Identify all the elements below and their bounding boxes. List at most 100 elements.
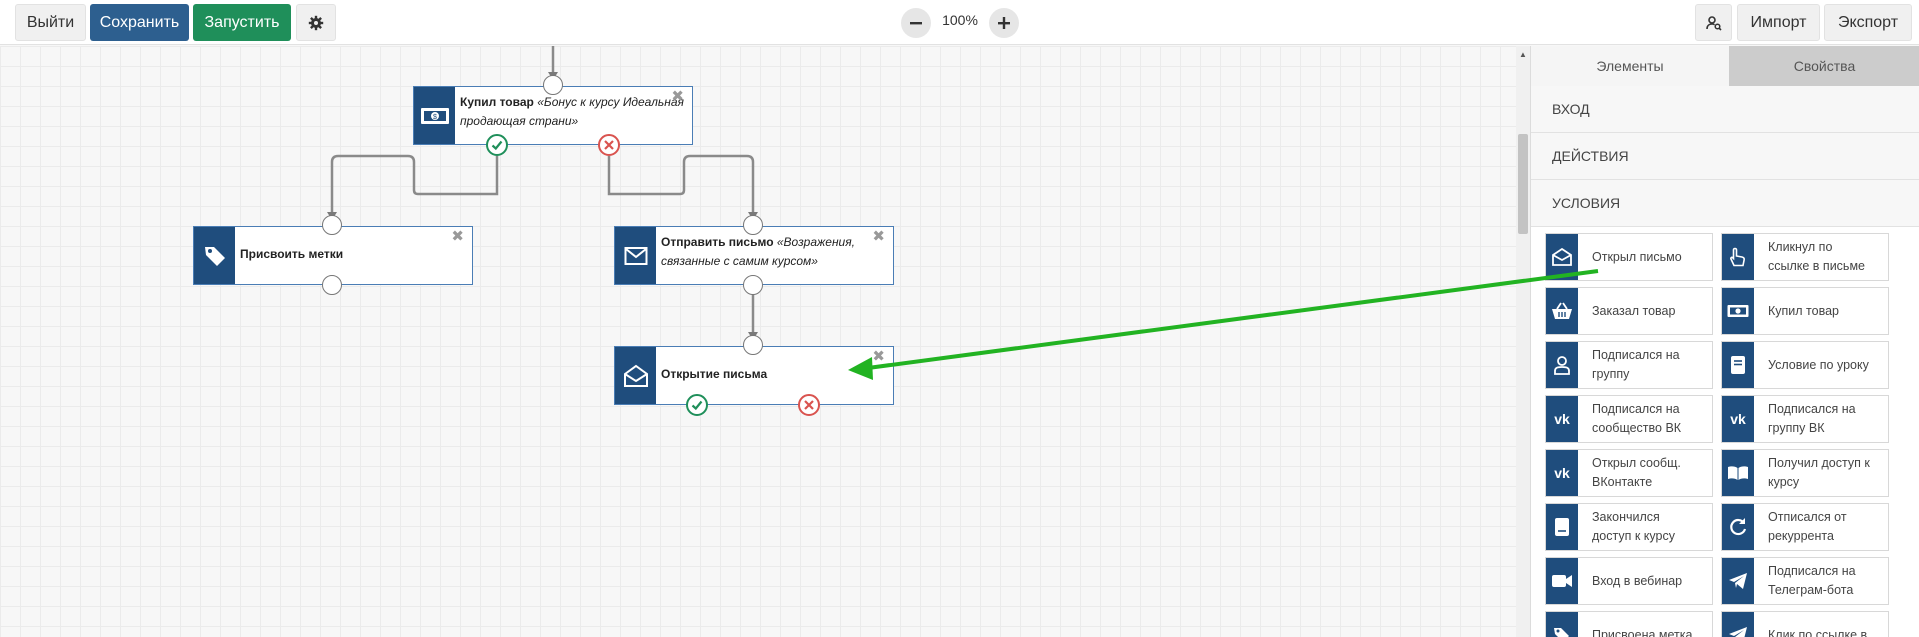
element-telegram-link-click[interactable]: Клик по ссылке в [1721,611,1889,637]
run-button[interactable]: Запустить [193,4,291,41]
node-bought-product[interactable]: $ Купил товар «Бонус к курсу Идеальная п… [413,86,693,145]
tab-properties-label: Свойства [1793,58,1856,74]
element-label: Открыл письмо [1592,249,1682,264]
element-lesson-condition[interactable]: Условие по уроку [1721,341,1889,389]
node-text: Открытие письма [656,347,773,404]
element-webinar-enter[interactable]: Вход в вебинар [1545,557,1713,605]
node-title: Купил товар [460,95,534,109]
right-sidebar: Элементы Свойства ВХОД ДЕЙСТВИЯ УСЛОВИЯ … [1530,46,1919,637]
check-icon [491,140,503,151]
canvas-scrollbar[interactable]: ▲ [1516,46,1530,637]
scroll-thumb[interactable] [1518,134,1528,234]
input-port[interactable] [543,75,563,95]
no-port[interactable] [798,394,820,416]
section-conditions[interactable]: УСЛОВИЯ [1531,180,1919,227]
import-button[interactable]: Импорт [1737,4,1820,41]
run-label: Запустить [204,13,280,31]
node-send-email[interactable]: Отправить письмо «Возражения, связанные … [614,226,894,285]
input-port[interactable] [743,215,763,235]
node-icon-bg [194,227,235,284]
input-port[interactable] [743,335,763,355]
yes-port[interactable] [686,394,708,416]
refresh-icon [1722,504,1754,550]
telegram-icon [1722,612,1754,637]
node-title: Открытие письма [661,367,768,381]
svg-text:vk: vk [1730,412,1746,426]
node-assign-tags[interactable]: Присвоить метки ✖ [193,226,473,285]
svg-text:vk: vk [1554,412,1570,426]
node-title: Отправить письмо [661,235,774,249]
book-icon [1546,504,1578,550]
zoom-level: 100% [942,12,978,28]
section-actions[interactable]: ДЕЙСТВИЯ [1531,133,1919,180]
element-label: Присвоена метка [1592,627,1693,637]
element-bought-product[interactable]: Купил товар [1721,287,1889,335]
node-icon-bg [615,347,656,404]
node-close-icon[interactable]: ✖ [451,228,464,245]
element-opened-email[interactable]: Открыл письмо [1545,233,1713,281]
section-input[interactable]: ВХОД [1531,86,1919,133]
tab-properties[interactable]: Свойства [1729,46,1919,86]
output-port[interactable] [743,275,763,295]
element-label: Условие по уроку [1768,357,1869,372]
node-text: Отправить письмо «Возражения, связанные … [656,227,893,284]
tag-icon [1546,612,1578,637]
connector-no-to-email [607,154,755,214]
vk-icon: vk [1722,396,1754,442]
section-actions-label: ДЕЙСТВИЯ [1552,148,1629,164]
element-tag-assigned[interactable]: Присвоена метка [1545,611,1713,637]
node-text: Присвоить метки [235,227,349,284]
element-opened-vk-message[interactable]: vk Открыл сообщ.ВКонтакте [1545,449,1713,497]
node-text: Купил товар «Бонус к курсу Идеальная про… [455,87,692,144]
node-close-icon[interactable]: ✖ [671,88,684,105]
zoom-in-button[interactable] [989,8,1019,38]
tab-elements[interactable]: Элементы [1531,46,1729,86]
node-icon-bg: $ [414,87,455,144]
funnel-canvas[interactable]: $ Купил товар «Бонус к курсу Идеальная п… [0,46,1516,637]
yes-port[interactable] [486,134,508,156]
node-icon-bg [615,227,656,284]
svg-text:$: $ [433,114,437,121]
minus-icon [910,22,922,25]
user-search-button[interactable] [1695,4,1732,41]
x-icon [804,400,814,410]
zoom-out-button[interactable] [901,8,931,38]
input-port[interactable] [322,215,342,235]
svg-text:vk: vk [1554,466,1570,480]
node-title: Присвоить метки [240,247,344,261]
user-icon [1546,342,1578,388]
exit-button[interactable]: Выйти [15,4,86,41]
pointer-hand-icon [1722,234,1754,280]
import-label: Импорт [1750,13,1807,31]
open-book-icon [1722,450,1754,496]
tab-elements-label: Элементы [1596,58,1664,74]
export-button[interactable]: Экспорт [1824,4,1912,41]
node-close-icon[interactable]: ✖ [872,348,885,365]
node-detail: «Бонус к курсу Идеальная продающая стран… [460,95,684,128]
no-port[interactable] [598,134,620,156]
settings-button[interactable] [296,4,336,41]
scroll-up-icon[interactable]: ▲ [1519,50,1527,59]
element-label: Клик по ссылке в [1768,627,1868,637]
element-label: Заказал товар [1592,303,1676,318]
save-button[interactable]: Сохранить [90,4,189,41]
element-ordered-product[interactable]: Заказал товар [1545,287,1713,335]
node-close-icon[interactable]: ✖ [872,228,885,245]
output-port[interactable] [322,275,342,295]
envelope-open-icon [1546,234,1578,280]
